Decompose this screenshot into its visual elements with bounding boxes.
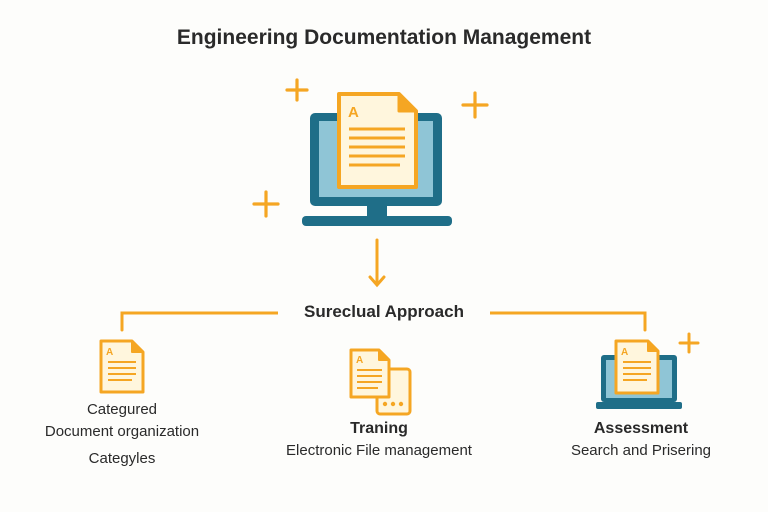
- column-subtitle: Electronic File management: [286, 442, 472, 459]
- approach-label: Sureclual Approach: [278, 302, 490, 322]
- document-icon: A: [337, 92, 418, 189]
- column-left-line: Categyles: [88, 450, 156, 467]
- sparkle-plus-icon: [285, 78, 309, 102]
- column-subtitle: Search and Prisering: [570, 442, 712, 459]
- sparkle-plus-icon: [461, 91, 489, 119]
- document-icon: A: [99, 339, 145, 394]
- document-letter: A: [621, 347, 628, 358]
- page-title: Engineering Documentation Management: [176, 26, 592, 49]
- document-letter: A: [356, 355, 363, 366]
- column-heading: Traning: [350, 420, 408, 437]
- column-heading: Assessment: [593, 420, 689, 437]
- document-letter: A: [106, 347, 113, 358]
- column-left-text: Categured Document organization Categyle…: [22, 399, 222, 470]
- document-letter: A: [348, 104, 359, 121]
- column-right-text: Assessment Search and Prisering: [541, 418, 741, 462]
- down-arrow-icon: [368, 238, 386, 288]
- column-left-line: Document organization: [44, 423, 200, 440]
- sparkle-plus-icon: [252, 190, 280, 218]
- column-middle-text: Traning Electronic File management: [264, 418, 494, 462]
- document-icon: A: [614, 339, 660, 395]
- documents-stack-icon: A: [349, 348, 412, 416]
- sparkle-plus-icon: [678, 332, 700, 354]
- connector-lines: [120, 311, 647, 332]
- column-left-line: Categured: [86, 401, 158, 418]
